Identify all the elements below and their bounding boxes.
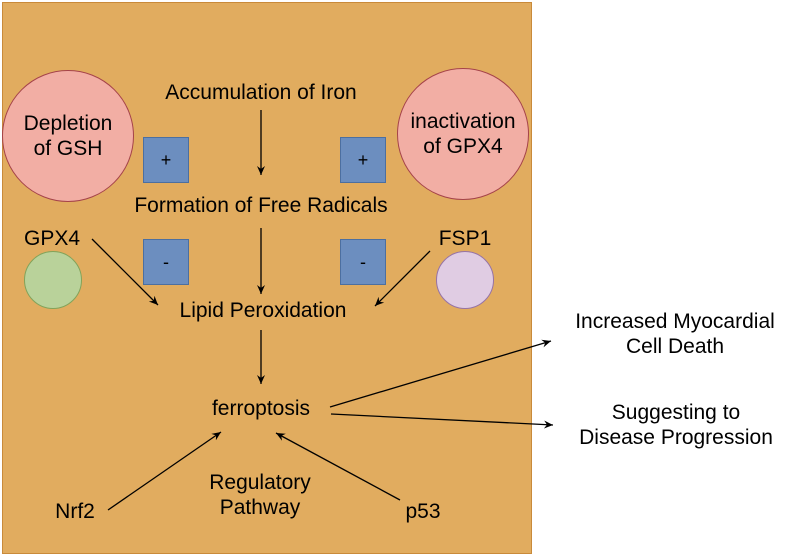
gpx4-label: GPX4 bbox=[23, 227, 81, 250]
depletion-line-1: Depletion bbox=[23, 112, 113, 135]
fsp1-circle bbox=[436, 251, 494, 309]
inactivation-line-1: inactivation bbox=[410, 110, 516, 133]
arrow-p53-to-ferroptosis bbox=[275, 432, 401, 501]
outcome-death-line-1: Increased Myocardial bbox=[575, 310, 775, 333]
circle-inactivation-of-gpx4: inactivation of GPX4 bbox=[397, 68, 529, 200]
regulatory-line-2: Pathway bbox=[219, 496, 301, 519]
node-ferroptosis: ferroptosis bbox=[211, 397, 311, 420]
node-formation-of-free-radicals: Formation of Free Radicals bbox=[134, 194, 388, 217]
outcome-progression-line-1: Suggesting to bbox=[611, 401, 741, 424]
node-p53: p53 bbox=[405, 500, 441, 523]
node-lipid-peroxidation: Lipid Peroxidation bbox=[179, 299, 347, 322]
plus-sign-left: + bbox=[143, 137, 189, 183]
node-accumulation-of-iron: Accumulation of Iron bbox=[165, 81, 357, 104]
arrow-gpx4-to-lipid bbox=[91, 238, 159, 306]
outcome-myocardial-cell-death: Increased Myocardial Cell Death bbox=[555, 309, 795, 359]
fsp1-label: FSP1 bbox=[438, 227, 492, 250]
regulatory-pathway-label: Regulatory Pathway bbox=[190, 470, 330, 520]
outcome-progression-line-2: Disease Progression bbox=[579, 426, 773, 449]
outcome-death-line-2: Cell Death bbox=[625, 335, 725, 358]
regulatory-line-1: Regulatory bbox=[209, 471, 311, 494]
arrow-nrf2-to-ferroptosis bbox=[107, 431, 222, 511]
minus-sign-left: - bbox=[143, 239, 189, 285]
circle-depletion-of-gsh: Depletion of GSH bbox=[2, 70, 134, 202]
minus-sign-right: - bbox=[340, 239, 386, 285]
plus-sign-right: + bbox=[340, 137, 386, 183]
arrow-ferroptosis-to-progression bbox=[330, 413, 554, 429]
inactivation-line-2: of GPX4 bbox=[423, 135, 503, 158]
outcome-disease-progression: Suggesting to Disease Progression bbox=[558, 400, 794, 450]
node-nrf2: Nrf2 bbox=[55, 500, 95, 523]
arrow-fsp1-to-lipid bbox=[374, 250, 431, 307]
depletion-line-2: of GSH bbox=[33, 137, 103, 160]
arrow-ferroptosis-to-death bbox=[329, 339, 552, 408]
gpx4-circle bbox=[24, 251, 82, 309]
